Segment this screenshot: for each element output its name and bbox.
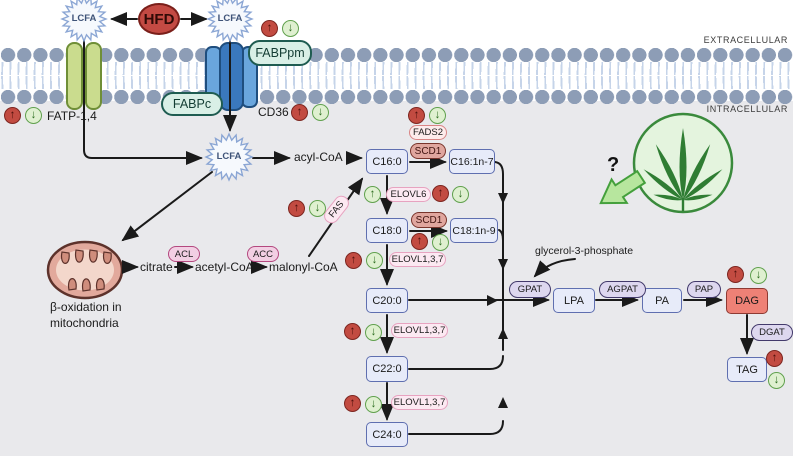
fatp-label: FATP-1,4 [47, 109, 97, 123]
enzyme-acc: ACC [247, 246, 279, 262]
cannabis-leaf-icon [632, 112, 734, 214]
membrane-tails-upper [0, 62, 793, 75]
hfd-node: HFD [138, 3, 180, 35]
up-regulated-icon: ↑ [727, 266, 744, 283]
metabolite-tag: TAG [727, 357, 767, 382]
enzyme-acl: ACL [168, 246, 200, 262]
lcfa-label: LCFA [216, 151, 242, 162]
fatp-channel [66, 42, 102, 110]
metabolite-c22-0: C22:0 [366, 356, 408, 382]
enzyme-pap: PAP [687, 281, 721, 298]
down-regulated-icon: ↓ [365, 396, 382, 413]
enzyme-elovl6: ELOVL6 [386, 187, 431, 202]
fabppm-protein: FABPpm [248, 40, 312, 66]
enzyme-fads2: FADS2 [409, 125, 447, 140]
up-regulated-icon: ↑ [261, 20, 278, 37]
metabolite-lpa: LPA [553, 288, 595, 313]
enzyme-elovl137: ELOVL1,3,7 [389, 252, 446, 267]
effect-arrow-icon [599, 169, 647, 205]
down-regulated-icon: ↓ [432, 234, 449, 251]
enzyme-agpat: AGPAT [599, 281, 646, 298]
up-regulated-icon: ↑ [4, 107, 21, 124]
beta-oxidation-line1: β-oxidation in [50, 300, 122, 314]
metabolite-c16-0: C16:0 [366, 149, 408, 174]
up-regulated-icon: ↑ [411, 233, 428, 250]
metabolite-pa: PA [642, 288, 682, 313]
enzyme-dgat: DGAT [751, 324, 793, 341]
metabolite-c20-0: C20:0 [366, 288, 408, 313]
metabolite-c16-1n7: C16:1n-7 [449, 149, 495, 174]
lcfa-label: LCFA [217, 13, 243, 24]
extracellular-label: EXTRACELLULAR [703, 35, 788, 45]
metabolite-c18-0: C18:0 [366, 218, 408, 243]
membrane-tails-lower [0, 76, 793, 89]
acetyl-coa-label: acetyl-CoA [195, 260, 254, 274]
down-regulated-icon: ↓ [365, 324, 382, 341]
up-regulated-icon: ↑ [432, 185, 449, 202]
lcfa-label: LCFA [71, 13, 97, 24]
mitochondria-illustration [46, 240, 124, 300]
up-regulated-icon: ↑ [291, 104, 308, 121]
fabpc-protein: FABPc [161, 92, 223, 116]
down-regulated-icon: ↓ [366, 252, 383, 269]
up-regulated-icon: ↑ [345, 252, 362, 269]
up-regulated-icon: ↑ [344, 395, 361, 412]
glycerol-3-phosphate-label: glycerol-3-phosphate [535, 245, 634, 257]
acyl-coa-label: acyl-CoA [294, 150, 343, 164]
lcfa-stars [60, 0, 254, 182]
down-regulated-icon: ↓ [452, 186, 469, 203]
enzyme-scd1: SCD1 [411, 212, 447, 228]
metabolite-dag: DAG [726, 288, 768, 314]
metabolite-c18-1n9: C18:1n-9 [450, 218, 498, 243]
down-regulated-icon: ↓ [750, 267, 767, 284]
enzyme-gpat: GPAT [509, 281, 551, 298]
membrane-outer-leaflet [0, 47, 793, 63]
flow-arrowheads [487, 193, 508, 408]
intracellular-label: INTRACELLULAR [706, 104, 788, 114]
cd36-channel [205, 42, 258, 111]
down-regulated-icon: ↓ [282, 20, 299, 37]
enzyme-elovl137: ELOVL1,3,7 [391, 395, 448, 410]
beta-oxidation-label: β-oxidation in mitochondria [50, 300, 122, 331]
up-regulated-icon: ↑ [288, 200, 305, 217]
up-regulated-icon: ↑ [408, 107, 425, 124]
enzyme-elovl137: ELOVL1,3,7 [391, 323, 448, 338]
lcfa-star [60, 0, 108, 43]
metabolite-c24-0: C24:0 [366, 422, 408, 447]
down-regulated-icon: ↓ [429, 107, 446, 124]
lcfa-star [204, 132, 254, 182]
beta-oxidation-line2: mitochondria [50, 315, 119, 330]
down-regulated-icon: ↓ [25, 107, 42, 124]
malonyl-coa-label: malonyl-CoA [269, 260, 338, 274]
down-regulated-icon: ↓ [309, 200, 326, 217]
lcfa-star [206, 0, 254, 43]
down-regulated-icon: ↓ [312, 104, 329, 121]
up-regulated-icon: ↑ [766, 350, 783, 367]
down-regulated-icon: ↓ [768, 372, 785, 389]
enzyme-scd1: SCD1 [410, 143, 446, 159]
up-regulated-green-icon: ↑ [364, 186, 381, 203]
question-mark: ? [607, 154, 620, 176]
citrate-label: citrate [140, 260, 173, 274]
cd36-label: CD36 [258, 105, 289, 119]
up-regulated-icon: ↑ [344, 323, 361, 340]
